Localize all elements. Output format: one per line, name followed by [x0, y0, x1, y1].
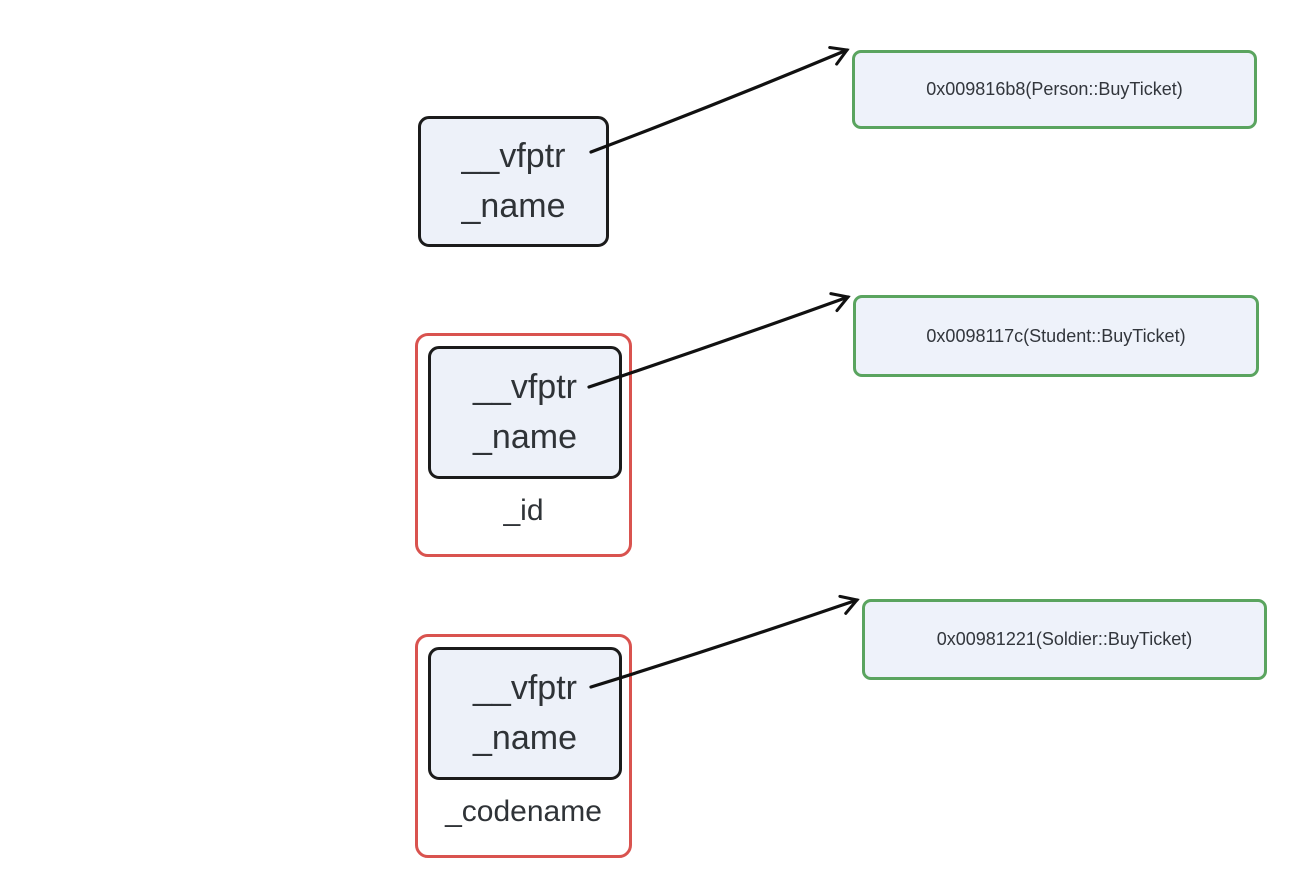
person-field-name: _name [461, 186, 566, 225]
soldier-extra-field-label: _codename [445, 795, 602, 828]
soldier-object-outer-box: __vfptr _name _codename [415, 634, 632, 858]
soldier-vtable-entry-label: 0x00981221(Soldier::BuyTicket) [936, 629, 1193, 649]
person-object-box: __vfptr _name [418, 116, 609, 247]
soldier-vtable-entry-box: 0x00981221(Soldier::BuyTicket) [862, 599, 1267, 680]
student-object-box: __vfptr _name [428, 346, 622, 479]
person-vtable-entry-box: 0x009816b8(Person::BuyTicket) [852, 50, 1257, 129]
soldier-object-box: __vfptr _name [428, 647, 622, 780]
soldier-field-vfptr: __vfptr [473, 669, 577, 708]
student-object-outer-box: __vfptr _name _id [415, 333, 632, 557]
person-vtable-entry-label: 0x009816b8(Person::BuyTicket) [926, 79, 1183, 99]
student-field-name: _name [473, 417, 577, 456]
person-field-vfptr: __vfptr [461, 137, 566, 176]
person-vfptr-arrow [589, 45, 850, 154]
student-extra-field-label: _id [503, 494, 544, 527]
soldier-field-name: _name [473, 718, 577, 757]
student-vtable-entry-box: 0x0098117c(Student::BuyTicket) [853, 295, 1259, 377]
student-field-vfptr: __vfptr [473, 368, 577, 407]
student-vtable-entry-label: 0x0098117c(Student::BuyTicket) [926, 325, 1186, 346]
